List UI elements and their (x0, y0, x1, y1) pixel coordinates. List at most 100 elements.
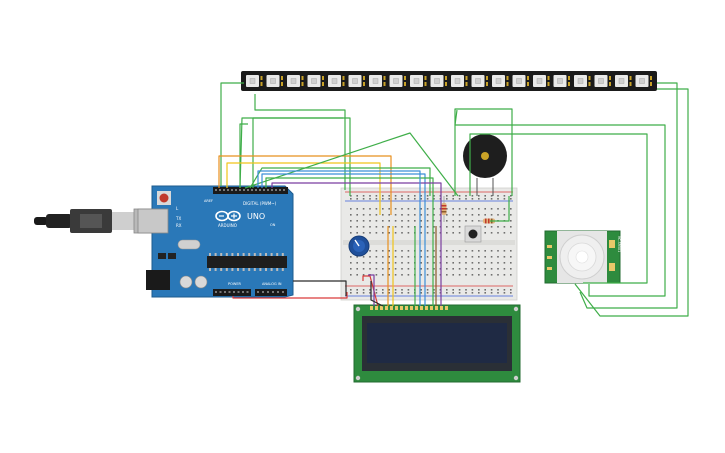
lcd-16x2[interactable] (353, 304, 521, 383)
pir-trim-pot (609, 263, 615, 271)
mount-hole (355, 375, 361, 381)
bb-hole (446, 195, 448, 197)
bb-hole (375, 232, 378, 234)
bb-hole (426, 274, 429, 276)
chip-leg (265, 253, 267, 256)
bb-hole (369, 208, 371, 210)
bb-hole (465, 220, 467, 222)
bb-hole (401, 256, 403, 258)
bb-hole (490, 274, 493, 276)
bb-hole (420, 220, 422, 222)
bb-hole (458, 220, 461, 222)
bb-hole (382, 262, 384, 264)
arduino-uno-board[interactable]: DIGITAL (PWM~) AREF L TX RX UNO ARDUINO … (137, 185, 294, 298)
bb-hole (382, 214, 384, 216)
bb-hole (510, 232, 512, 234)
lcd-screen (367, 323, 507, 363)
piezo-buzzer[interactable] (463, 134, 507, 196)
bb-hole (465, 198, 467, 200)
digital-label: DIGITAL (PWM~) (243, 201, 277, 206)
pir-sensor[interactable]: HC-SR501 (544, 230, 621, 284)
chip-leg (276, 268, 279, 271)
bb-hole (503, 256, 506, 258)
bb-hole (414, 198, 416, 200)
chip-leg (214, 253, 217, 256)
led-pixel-pad (281, 76, 283, 80)
led-pixel-pad (445, 76, 447, 80)
bb-hole (401, 208, 403, 210)
bb-hole (375, 268, 378, 270)
bb-hole (478, 208, 480, 210)
bb-hole (452, 274, 454, 276)
bb-hole (503, 292, 506, 294)
bb-hole (426, 262, 429, 264)
bb-hole (420, 262, 422, 264)
small-chip (168, 253, 176, 259)
bb-hole (490, 250, 493, 252)
bb-hole (350, 220, 352, 222)
resistor (441, 196, 447, 222)
bb-hole (452, 220, 454, 222)
bb-hole (452, 289, 454, 291)
bb-hole (484, 268, 486, 270)
bb-hole (356, 289, 358, 291)
aref-label: AREF (204, 199, 213, 203)
bb-hole (478, 262, 480, 264)
header-pin (235, 189, 237, 191)
bb-hole (484, 198, 486, 200)
bb-hole (426, 256, 429, 258)
bb-hole (478, 274, 480, 276)
led-pixel-chip (393, 78, 399, 84)
led-pixel-pad (609, 82, 611, 86)
bb-hole (510, 262, 512, 264)
bb-hole (510, 208, 512, 210)
led-pixel-pad (486, 76, 488, 80)
bb-hole (369, 226, 371, 228)
led-pixel-pad (260, 76, 263, 80)
bb-hole (497, 226, 499, 228)
analog-label: ANALOG IN (262, 282, 282, 286)
pushbutton[interactable] (464, 225, 482, 243)
led-pixel-chip (557, 78, 563, 84)
bb-hole (465, 256, 467, 258)
bb-hole (414, 220, 416, 222)
bb-hole (484, 232, 486, 234)
header-pin (272, 291, 274, 293)
led-pixel-pad (486, 82, 488, 86)
uno-label: UNO (247, 212, 265, 221)
bb-hole (350, 226, 352, 228)
led-pixel-pad (506, 76, 509, 80)
bb-hole (510, 214, 512, 216)
bb-hole (375, 274, 378, 276)
voltage-regulator (158, 253, 166, 259)
mount-hole (513, 306, 519, 312)
breadboard[interactable] (340, 187, 518, 301)
bb-hole (465, 250, 467, 252)
chip-leg (242, 253, 245, 256)
potentiometer[interactable] (348, 235, 370, 257)
bb-hole (484, 226, 486, 228)
bb-hole (401, 232, 403, 234)
bb-hole (356, 195, 358, 197)
reset-button-cap[interactable] (159, 193, 169, 203)
header-pin (243, 189, 245, 191)
bb-hole (394, 220, 397, 222)
bb-hole (362, 289, 365, 291)
bb-hole (362, 226, 365, 228)
bb-hole (420, 195, 422, 197)
bb-hole (401, 220, 403, 222)
bb-hole (356, 274, 358, 276)
led-pixel-pad (281, 82, 283, 86)
wire (261, 173, 426, 306)
led-pixel-pad (322, 82, 324, 86)
bb-hole (497, 289, 499, 291)
led-pixel-pad (527, 82, 529, 86)
bb-hole (497, 195, 499, 197)
led-pixel-pad (527, 76, 529, 80)
led-strip[interactable] (241, 71, 657, 91)
header-pin (271, 189, 273, 191)
bb-hole (401, 292, 403, 294)
led-pixel-pad (383, 82, 386, 86)
bb-hole (407, 198, 410, 200)
l-led-label: L (176, 206, 179, 211)
